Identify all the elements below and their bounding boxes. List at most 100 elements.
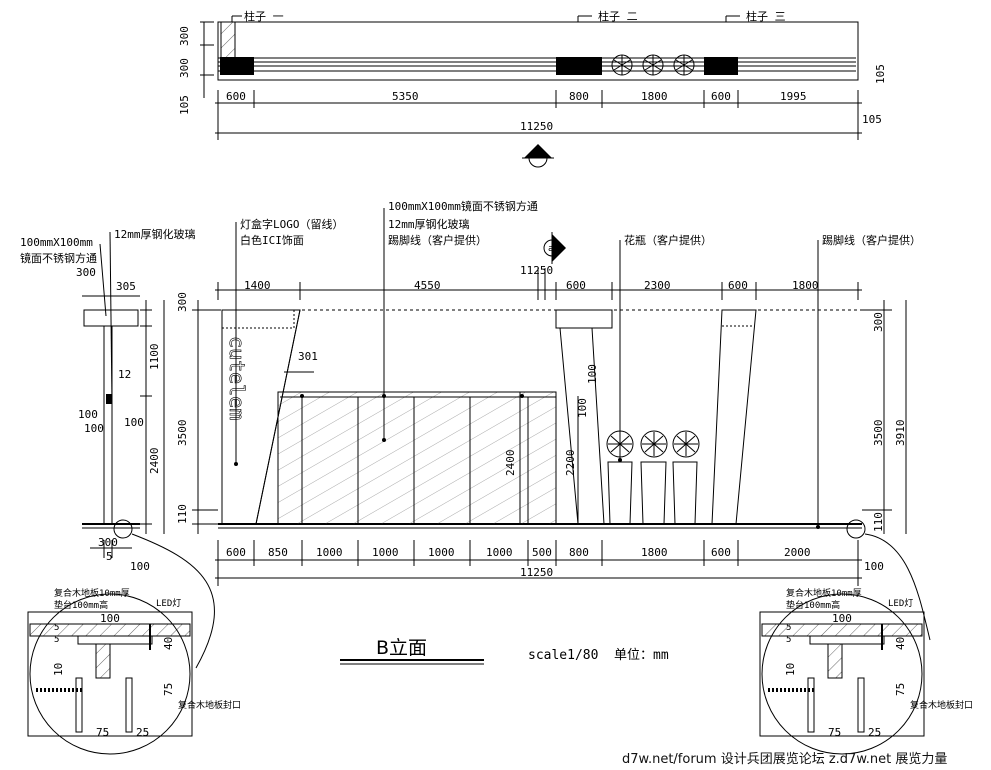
- section-small-dim-2: 100: [78, 408, 98, 421]
- elev-right-bottom: 100: [864, 560, 884, 573]
- plan-flowers: [611, 54, 695, 76]
- elevation-view: cutelem: [113, 199, 931, 669]
- watermark: d7w.net/forum 设计兵团展览论坛 z.d7w.net 展览力量: [622, 752, 948, 767]
- plan-right-dim-2: 105: [862, 113, 882, 126]
- elev-bottom-dim-1: 600: [226, 546, 246, 559]
- elev-top-dim-2: 4550: [414, 279, 441, 292]
- detail-right-dim-40: 40: [894, 637, 907, 650]
- callout-vase: 花瓶（客户提供）: [624, 233, 712, 247]
- detail-left-dim-25: 25: [136, 726, 149, 739]
- callout-tube-3: 踢脚线（客户提供）: [388, 233, 487, 247]
- section-small-dim-4: 100: [84, 422, 104, 435]
- elev-right-vdim-3: 3910: [894, 420, 907, 447]
- elev-left-vdim-1: 300: [176, 292, 189, 312]
- elev-bottom-dim-11: 2000: [784, 546, 811, 559]
- plan-dim-2: 5350: [392, 90, 419, 103]
- section-label-glass: 12mm厚钢化玻璃: [114, 227, 196, 241]
- plan-right-dim-1: 105: [874, 64, 887, 84]
- section-mark-a-label: a: [548, 244, 553, 254]
- plan-left-dim-1: 300: [178, 26, 191, 46]
- elev-right-vdim-2: 3500: [872, 420, 885, 447]
- drawing-scale: scale1/80: [528, 648, 598, 663]
- detail-left-dim-100: 100: [100, 612, 120, 625]
- detail-left-dim-40: 40: [162, 637, 175, 650]
- plan-total: 11250: [520, 120, 553, 133]
- elev-left-vdim-3: 110: [176, 504, 189, 524]
- plan-column-1: [220, 57, 254, 75]
- section-small-dim-1: 12: [118, 368, 131, 381]
- elev-inner-dim-2400: 2400: [504, 450, 517, 477]
- detail-right: 复合木地板10mm厚 垫台100mm高 LED灯 复合木地板封口 100 40 …: [759, 587, 973, 755]
- elev-top-dim-1: 1400: [244, 279, 271, 292]
- detail-right-dim-25: 25: [868, 726, 881, 739]
- elev-inner-dim-2200: 2200: [564, 450, 577, 477]
- elev-top-dim-4: 2300: [644, 279, 671, 292]
- detail-right-seal: 复合木地板封口: [910, 699, 973, 711]
- elev-bottom-dim-9: 1800: [641, 546, 668, 559]
- drawing-title: B立面: [376, 637, 427, 659]
- detail-left: 复合木地板10mm厚 垫台100mm高 LED灯 复合木地板封口 100 40 …: [27, 587, 241, 755]
- detail-left-floor: 复合木地板10mm厚: [54, 587, 130, 599]
- elev-inner-dim-301: 301: [298, 350, 318, 363]
- detail-left-seal: 复合木地板封口: [178, 699, 241, 711]
- drawing-unit: 单位：mm: [614, 648, 669, 663]
- section-top-dim-1: 300: [76, 266, 96, 279]
- elev-inner-dim-100a: 100: [586, 364, 599, 384]
- callout-logo-2: 白色ICI饰面: [240, 233, 304, 247]
- vases: [606, 430, 700, 525]
- detail-left-led: LED灯: [156, 598, 181, 609]
- plan-column-label-1: 柱子 一: [244, 9, 284, 23]
- detail-right-floor: 复合木地板10mm厚: [786, 587, 862, 599]
- section-vdim-2: 2400: [148, 448, 161, 475]
- plan-column-label-2: 柱子 二: [598, 9, 638, 23]
- detail-right-dim-10: 10: [784, 663, 797, 676]
- detail-left-platform: 垫台100mm高: [54, 599, 108, 611]
- side-section: 100mmX100mm 镜面不锈钢方通 12mm厚钢化玻璃 300 305 11…: [20, 227, 196, 573]
- detail-right-led: LED灯: [888, 598, 913, 609]
- detail-right-dim-5a: 5: [786, 623, 791, 633]
- detail-right-dim-75h: 75: [828, 726, 841, 739]
- section-bottom-dim-2: 5: [106, 550, 113, 563]
- section-bottom-dim-1: 300: [98, 536, 118, 549]
- elev-bottom-dim-2: 850: [268, 546, 288, 559]
- plan-dim-6: 1995: [780, 90, 807, 103]
- detail-left-dim-75v: 75: [162, 683, 175, 696]
- plan-view: 柱子 一 柱子 二 柱子 三 600 5350 800 1800 600 199…: [178, 9, 887, 168]
- plan-column-label-3: 柱子 三: [746, 9, 786, 23]
- plan-dim-5: 600: [711, 90, 731, 103]
- elev-total-top: 11250: [520, 264, 553, 277]
- plan-left-dim-3: 105: [178, 95, 191, 115]
- callout-tube-2: 12mm厚钢化玻璃: [388, 217, 470, 231]
- detail-left-dim-10: 10: [52, 663, 65, 676]
- elev-bottom-dim-6: 1000: [486, 546, 513, 559]
- elev-total-bottom: 11250: [520, 566, 553, 579]
- elev-bottom-dim-8: 800: [569, 546, 589, 559]
- detail-left-dim-5a: 5: [54, 623, 59, 633]
- elev-right-vdim-1: 300: [872, 312, 885, 332]
- section-mark-b-label: B: [534, 151, 539, 161]
- callout-skirting: 踢脚线（客户提供）: [822, 233, 921, 247]
- plan-column-2: [556, 57, 602, 75]
- plan-dim-4: 1800: [641, 90, 668, 103]
- elev-bottom-dim-5: 1000: [428, 546, 455, 559]
- elev-top-dim-6: 1800: [792, 279, 819, 292]
- plan-left-dim-2: 300: [178, 58, 191, 78]
- section-label-steel-2: 镜面不锈钢方通: [20, 251, 97, 265]
- section-top-dim-2: 305: [116, 280, 136, 293]
- logo-box-text: cutelem: [225, 336, 249, 420]
- plan-dim-3: 800: [569, 90, 589, 103]
- section-bottom-dim-3: 100: [130, 560, 150, 573]
- detail-right-dim-100: 100: [832, 612, 852, 625]
- detail-left-dim-5b: 5: [54, 635, 59, 645]
- callout-tube-1: 100mmX100mm镜面不锈钢方通: [388, 199, 538, 213]
- section-small-dim-3: 100: [124, 416, 144, 429]
- section-vdim-1: 1100: [148, 344, 161, 371]
- detail-right-dim-5b: 5: [786, 635, 791, 645]
- elev-left-vdim-2: 3500: [176, 420, 189, 447]
- callout-logo-1: 灯盒字LOGO（留线）: [240, 217, 344, 231]
- plan-column-3: [704, 57, 738, 75]
- detail-right-platform: 垫台100mm高: [786, 599, 840, 611]
- detail-right-dim-75v: 75: [894, 683, 907, 696]
- elev-bottom-dim-7: 500: [532, 546, 552, 559]
